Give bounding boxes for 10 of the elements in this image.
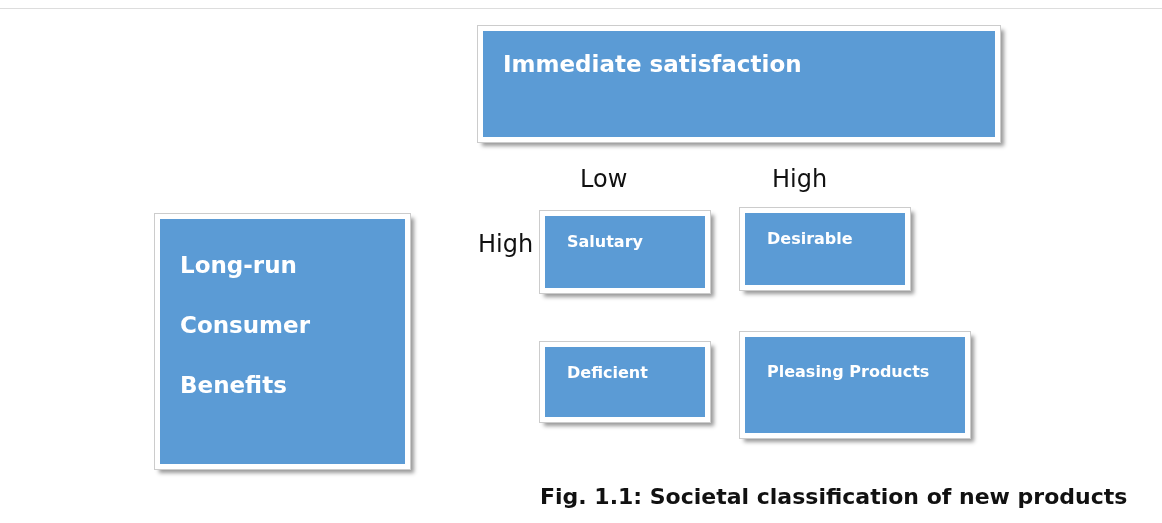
box-label: Long-run Consumer Benefits xyxy=(180,251,312,400)
axis-level-label: High xyxy=(478,230,534,258)
figure-caption: Fig. 1.1: Societal classification of new products xyxy=(540,484,1128,509)
axis-level-label: Low xyxy=(580,165,628,193)
box-label: Deficient xyxy=(567,362,649,384)
box-label: Desirable xyxy=(767,228,854,250)
axis-level-label: High xyxy=(772,165,828,193)
box-label: Immediate satisfaction xyxy=(503,50,803,79)
box-label: Salutary xyxy=(567,231,644,253)
box-label: Pleasing Products xyxy=(767,361,931,383)
